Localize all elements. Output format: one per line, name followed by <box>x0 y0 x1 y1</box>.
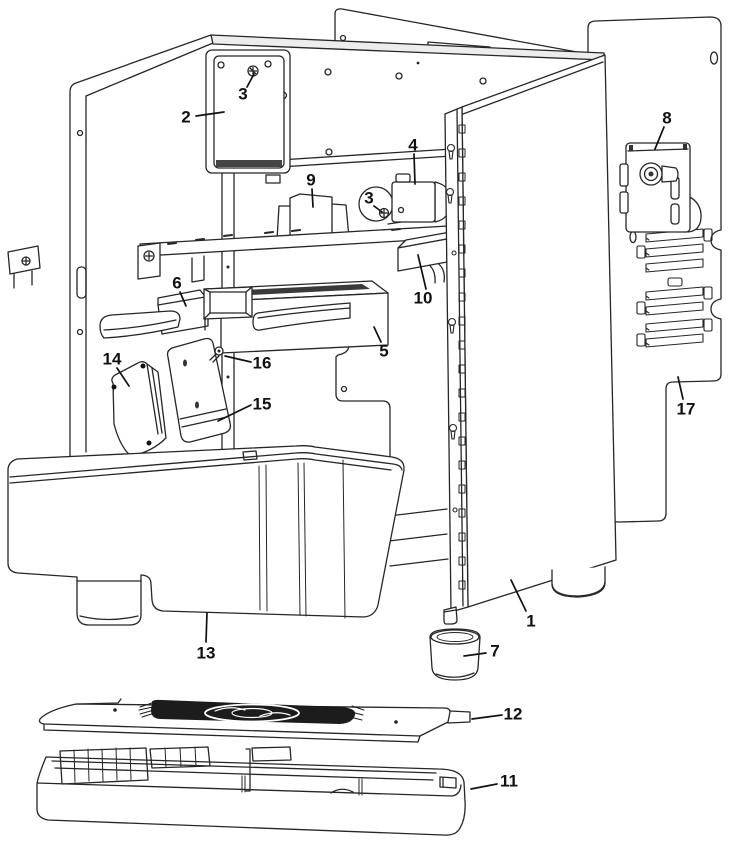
leader-lines <box>116 73 684 790</box>
screw-part16 <box>209 346 224 363</box>
screw-port-part3-mid <box>358 186 394 222</box>
bracket-part6 <box>99 289 209 339</box>
component-part4 <box>387 173 456 225</box>
front-door-panel <box>443 54 617 625</box>
drawer-part5 <box>203 280 389 354</box>
screw-icon <box>378 207 390 219</box>
plate-part14 <box>111 361 167 457</box>
keyhole-slots <box>445 143 458 513</box>
screw-icon <box>21 256 31 266</box>
water-tank-part13 <box>7 445 405 626</box>
screw-icon <box>143 250 155 262</box>
fan-cover-plate-part12 <box>38 698 471 743</box>
base-tray-part11 <box>36 746 466 836</box>
bracket-part9 <box>276 193 350 241</box>
side-panel-part17 <box>587 16 722 523</box>
switch-box-part8 <box>619 142 702 233</box>
mounting-shelf <box>137 225 453 283</box>
cover-panel-part2 <box>205 49 291 174</box>
plate-part15 <box>166 337 232 443</box>
cup-foot-part7 <box>429 628 481 681</box>
